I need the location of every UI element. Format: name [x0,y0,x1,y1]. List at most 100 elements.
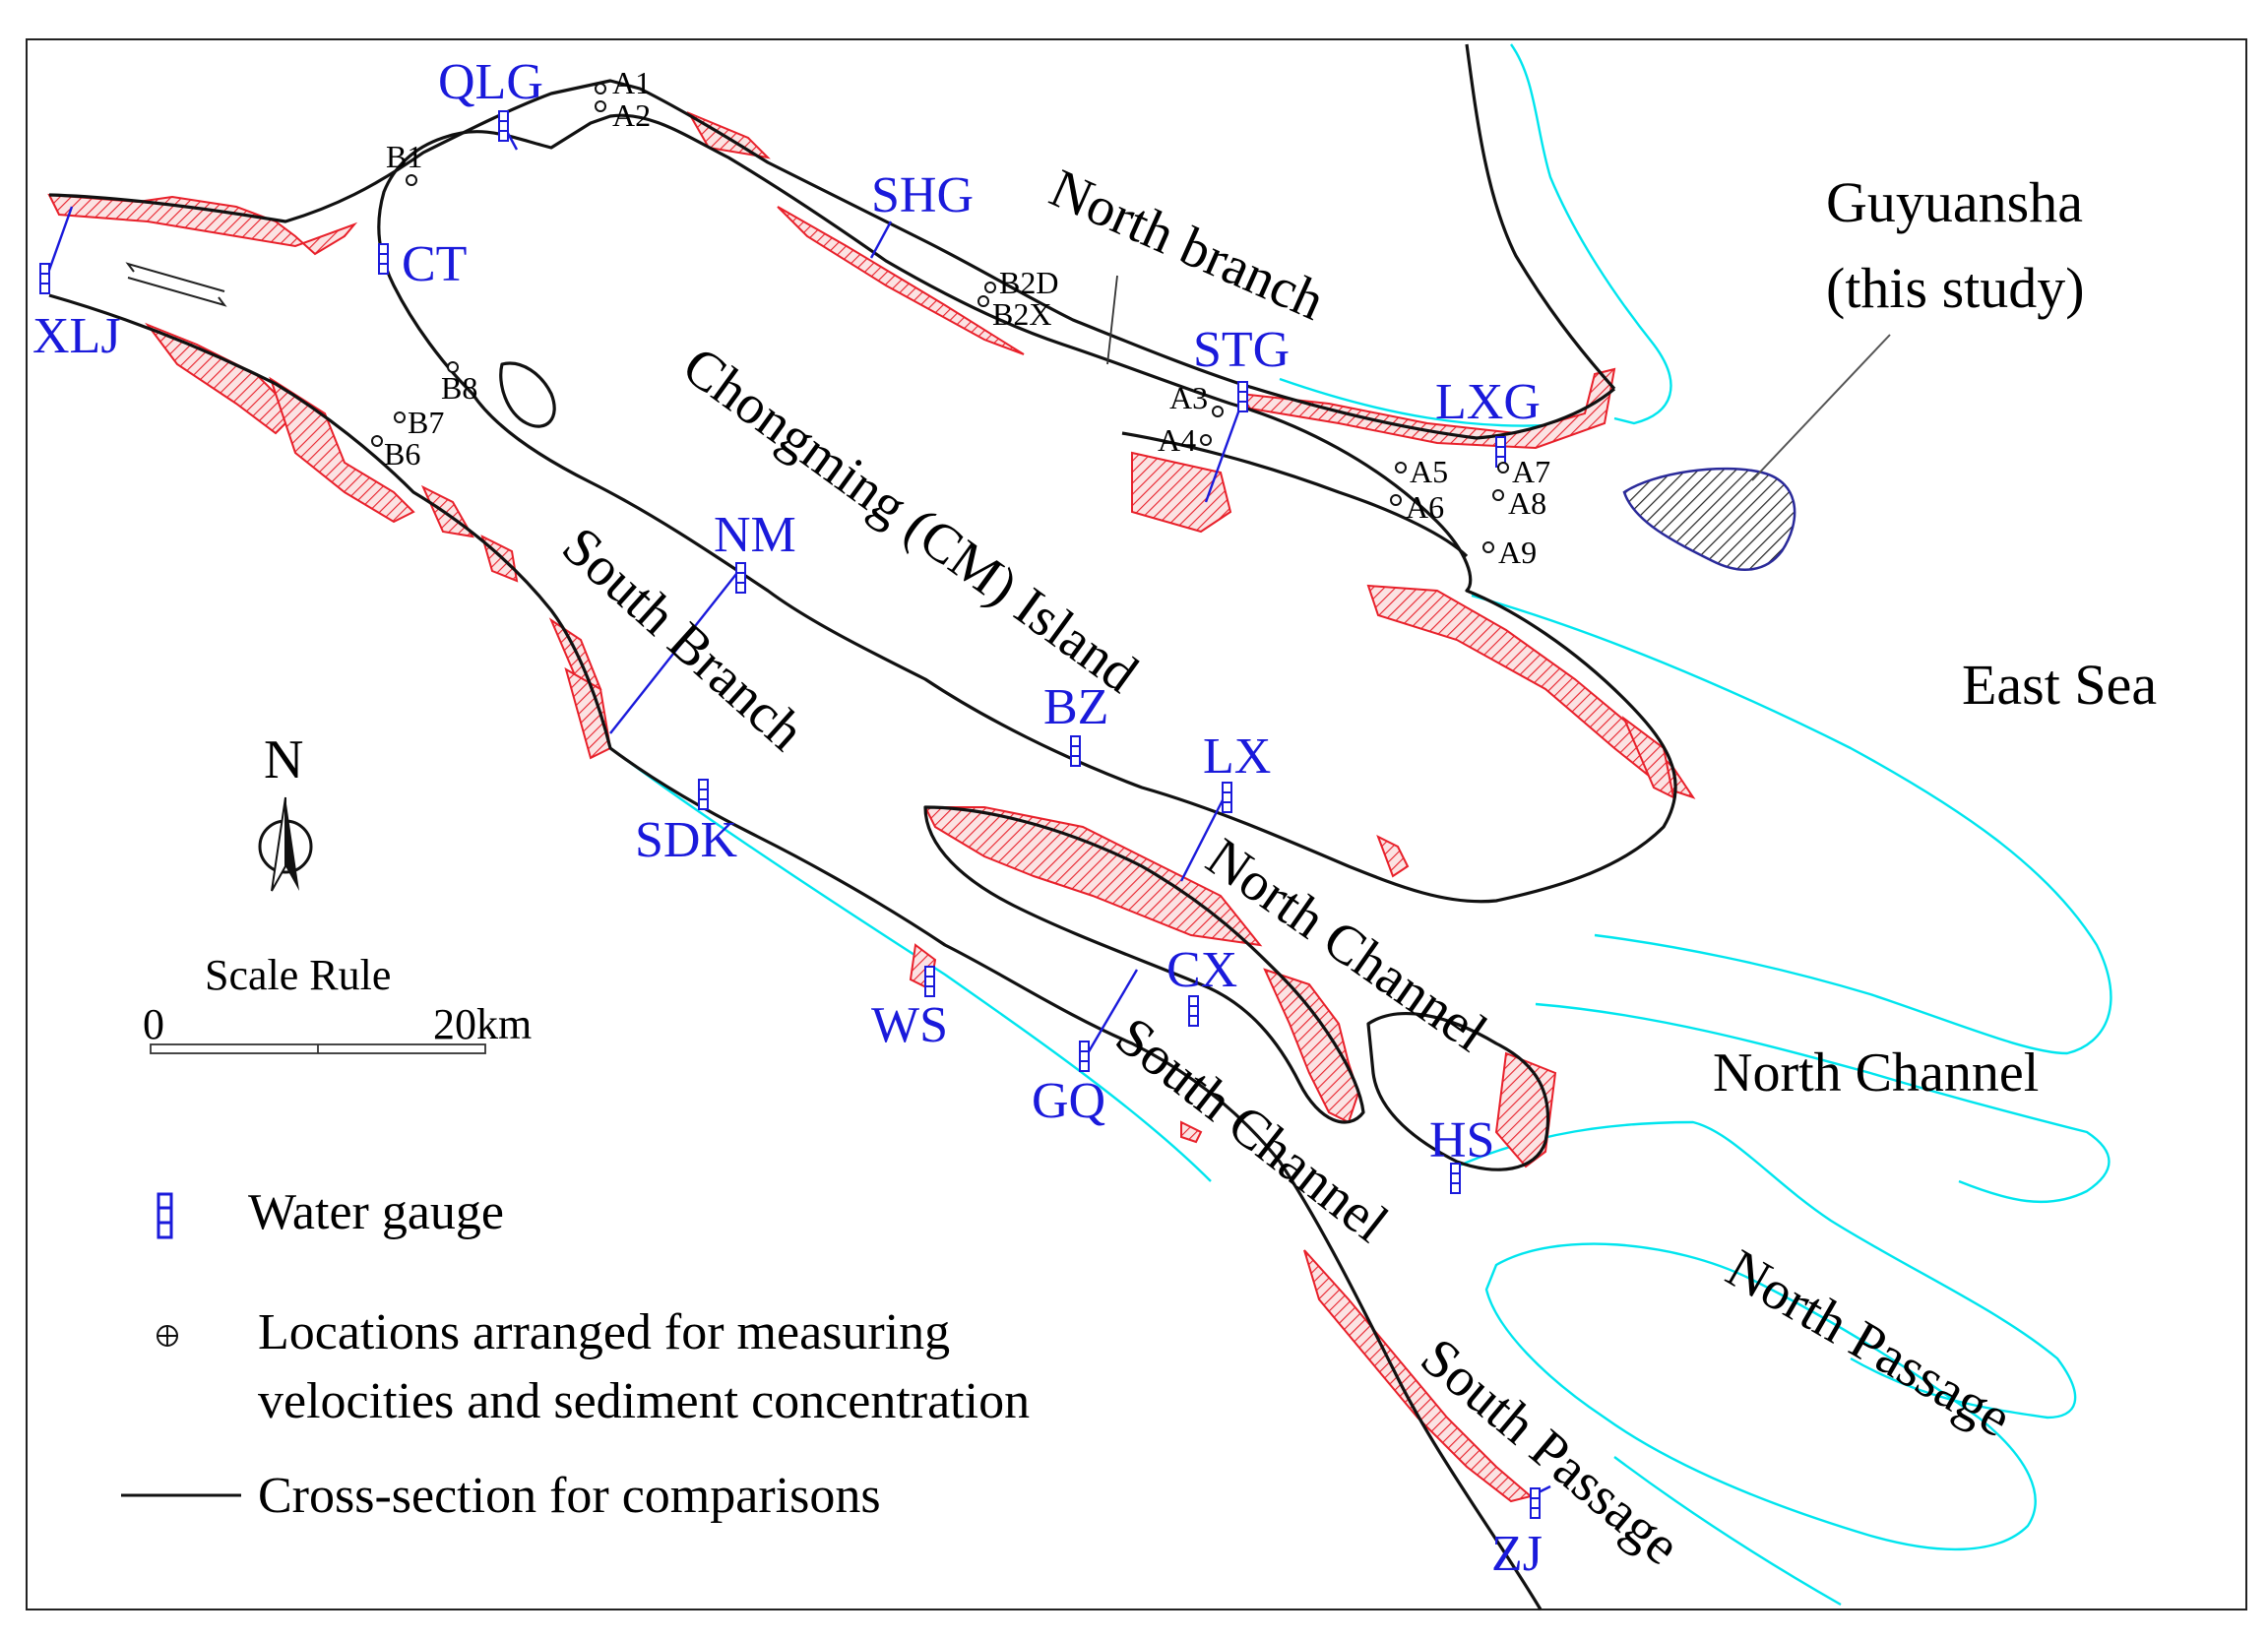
legend-point-label-2: velocities and sediment concentration [258,1373,1030,1429]
gauge-label-xlj: XLJ [32,308,121,364]
point-marker-a7 [1497,462,1509,473]
section-nm [609,568,741,734]
legend-gauge-icon [157,1192,173,1239]
point-marker-a6 [1390,494,1402,506]
legend: Water gauge Locations arranged for measu… [121,1184,1030,1524]
hengsha-island-coast [1366,1012,1550,1171]
cross-sections [45,125,1551,1498]
section-xlj [45,206,74,277]
south-branch-cyan [609,747,1212,1182]
point-label-a2: A2 [612,97,651,133]
gauge-icon-ws [924,966,935,997]
gauge-label-sdk: SDK [635,812,737,868]
coastlines [48,43,1677,1610]
north-channel-label: North Channel [1196,827,1498,1064]
point-label-a3: A3 [1169,380,1208,415]
point-marker-b6 [371,435,383,447]
south-channel-label: South Channel [1104,1005,1399,1254]
north-branch-east-coast [1465,43,1616,391]
gauge-label-hs: HS [1429,1112,1494,1168]
gauge-label-ct: CT [402,236,467,292]
section-stg [1204,398,1245,503]
guyuansha-outer-shoal [1510,43,1672,425]
gauge-icon-qlg [498,110,509,142]
gauge-label-shg: SHG [871,167,974,223]
point-label-b6: B6 [384,436,420,472]
gauge-icon-sdk [698,779,709,810]
point-label-a4: A4 [1158,422,1196,458]
north-passage-label: North Passage [1717,1238,2022,1450]
measurement-points [371,83,1509,553]
point-marker-b7 [394,411,406,423]
gauge-icon-xlj [39,263,50,294]
legend-point-icon [157,1325,178,1347]
east-sea-label: East Sea [1962,653,2157,717]
point-marker-b1 [406,174,417,186]
gauge-label-zj: ZJ [1491,1526,1543,1582]
reclamation-areas [47,110,1696,1503]
point-marker-a2 [595,100,606,112]
gauge-icon-hs [1450,1163,1461,1194]
section-gq [1086,969,1139,1054]
point-label-a1: A1 [612,65,651,100]
water-gauges [39,110,1541,1519]
point-label-b2d: B2D [999,265,1058,300]
point-label-a8: A8 [1508,485,1546,521]
south-passage-shoal [1613,1456,1842,1607]
point-label-b1: B1 [386,139,422,174]
gauge-label-lxg: LXG [1435,374,1541,430]
point-marker-a8 [1492,489,1504,501]
north-channel-east-label: North Channel [1713,1042,2039,1104]
section-lx [1179,791,1228,882]
point-label-b8: B8 [441,370,477,406]
point-marker-a4 [1200,434,1212,446]
north-passage-shoal-inner [1484,1242,2037,1551]
gauge-label-nm: NM [714,507,796,563]
point-marker-a1 [595,83,606,95]
scale-bar: Scale Rule 0 20km [143,951,532,1054]
section-shg [869,221,893,259]
south-bank-coast [48,293,1543,1610]
north-branch-bar [1121,431,1469,558]
point-marker-a5 [1395,462,1407,473]
point-marker-b2x [977,295,989,307]
north-branch-leader-line [1106,275,1118,365]
point-marker-b2d [984,282,996,293]
shoal-outlines [609,43,2112,1607]
map-frame [26,38,2247,1610]
guyuansha-area [1622,467,1796,571]
point-label-a9: A9 [1498,535,1537,570]
north-branch-north-bank [48,79,1616,440]
gauge-label-gq: GQ [1032,1073,1105,1129]
point-label-a7: A7 [1512,454,1550,489]
point-marker-a9 [1482,541,1494,553]
point-marker-b8 [447,361,459,373]
guyuansha-leader-line [1751,334,1891,481]
north-passage-shoal-outer [1456,1120,2077,1420]
scale-end: 20km [433,1000,532,1048]
gauge-icon-nm [735,562,746,594]
gauge-icon-lx [1222,782,1232,813]
point-label-b7: B7 [408,405,444,440]
north-arrow-icon: N [258,729,313,892]
legend-section-label: Cross-section for comparisons [258,1468,881,1524]
point-label-b2x: B2X [992,296,1051,332]
north-branch-label: North branch [1041,158,1334,332]
north-channel-lower-shoal [1535,1002,2110,1204]
flow-arrow-icon [125,262,227,307]
gauge-label-cx: CX [1166,942,1237,998]
gauge-icon-bz [1070,735,1081,767]
gauge-icon-gq [1079,1041,1090,1072]
point-marker-a3 [1212,406,1224,417]
gauge-label-ws: WS [871,997,948,1053]
point-label-a6: A6 [1406,489,1444,525]
north-bank-cyan [1279,377,1576,427]
gauge-label-lx: LX [1203,728,1271,785]
north-channel-shoal [1471,594,2112,1055]
legend-gauge-label: Water gauge [248,1184,504,1240]
gauge-label-bz: BZ [1043,679,1108,735]
gauge-icon-cx [1188,995,1199,1027]
gauge-icon-zj [1530,1487,1541,1519]
north-label: N [264,729,303,790]
